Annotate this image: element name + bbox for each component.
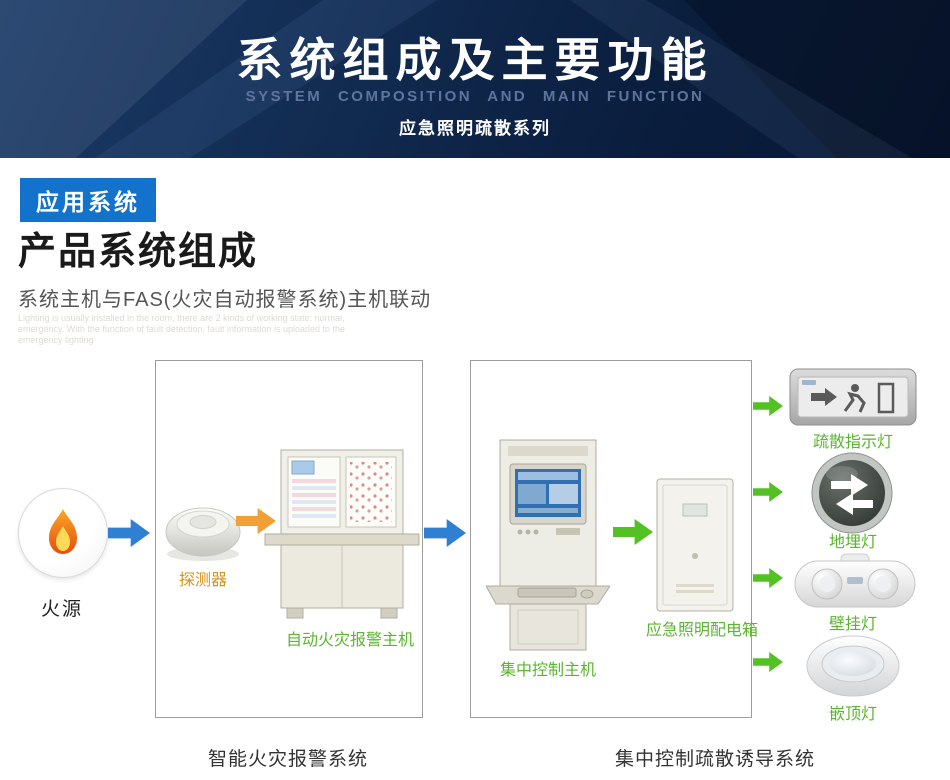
arrow-shape [753,396,783,416]
ground-light-label: 地埋灯 [828,534,877,551]
wall-lamp-icon [794,553,916,614]
control-host-label: 集中控制主机 [499,662,596,679]
distribution-box-icon [656,478,734,617]
page-title: 系统组成及主要功能 [236,34,714,86]
note-line: Lighting is usually installed in the roo… [18,313,345,323]
arrow-panel1-to-panel2 [424,519,466,547]
smoke-detector-icon [160,488,246,567]
distribution-box-label: 应急照明配电箱 [645,622,758,639]
arrow-to-ceiling-light [753,652,783,672]
intro-note: Lighting is usually installed in the roo… [18,313,345,346]
note-line: emergency. With the function of fault de… [18,324,346,334]
arrow-detector-to-host [236,508,276,534]
series-label: 应急照明疏散系列 [399,119,551,138]
header-banner: 系统组成及主要功能 SYSTEM COMPOSITION AND MAIN FU… [0,0,950,158]
page-subtitle-en: SYSTEM COMPOSITION AND MAIN FUNCTION [245,88,705,105]
note-line: emergency lighting [18,335,94,345]
arrow-shape [753,652,783,672]
exit-sign-label: 疏散指示灯 [812,434,893,451]
detector-label: 探测器 [178,572,227,589]
arrow-to-exit-sign [753,396,783,416]
arrow-shape [613,519,653,545]
arrow-shape [108,519,150,547]
wall-lamp-label: 壁挂灯 [828,616,877,633]
arrow-to-wall-lamp [753,568,783,588]
arrow-shape [753,568,783,588]
section-heading: 产品系统组成 [18,231,259,273]
alarm-system-caption: 智能火灾报警系统 [207,749,368,770]
control-host-icon [485,438,611,657]
fire-source-icon [18,488,108,578]
control-system-caption: 集中控制疏散诱导系统 [614,749,815,770]
arrow-shape [424,519,466,547]
arrow-fire-to-detector [108,519,150,547]
ceiling-light-label: 嵌顶灯 [828,706,877,723]
arrow-host-to-distribution [613,519,653,545]
alarm-host-label: 自动火灾报警主机 [285,632,414,649]
flame-icon [49,509,77,554]
arrow-to-ground-light [753,482,783,502]
alarm-host-icon [263,448,421,625]
app-system-badge: 应用系统 [20,178,156,222]
ceiling-light-icon [806,634,900,703]
section-subheading: 系统主机与FAS(火灾自动报警系统)主机联动 [18,289,432,311]
ground-light-icon [811,452,893,539]
exit-sign-icon [789,368,917,431]
fire-label: 火源 [40,599,83,620]
arrow-shape [753,482,783,502]
